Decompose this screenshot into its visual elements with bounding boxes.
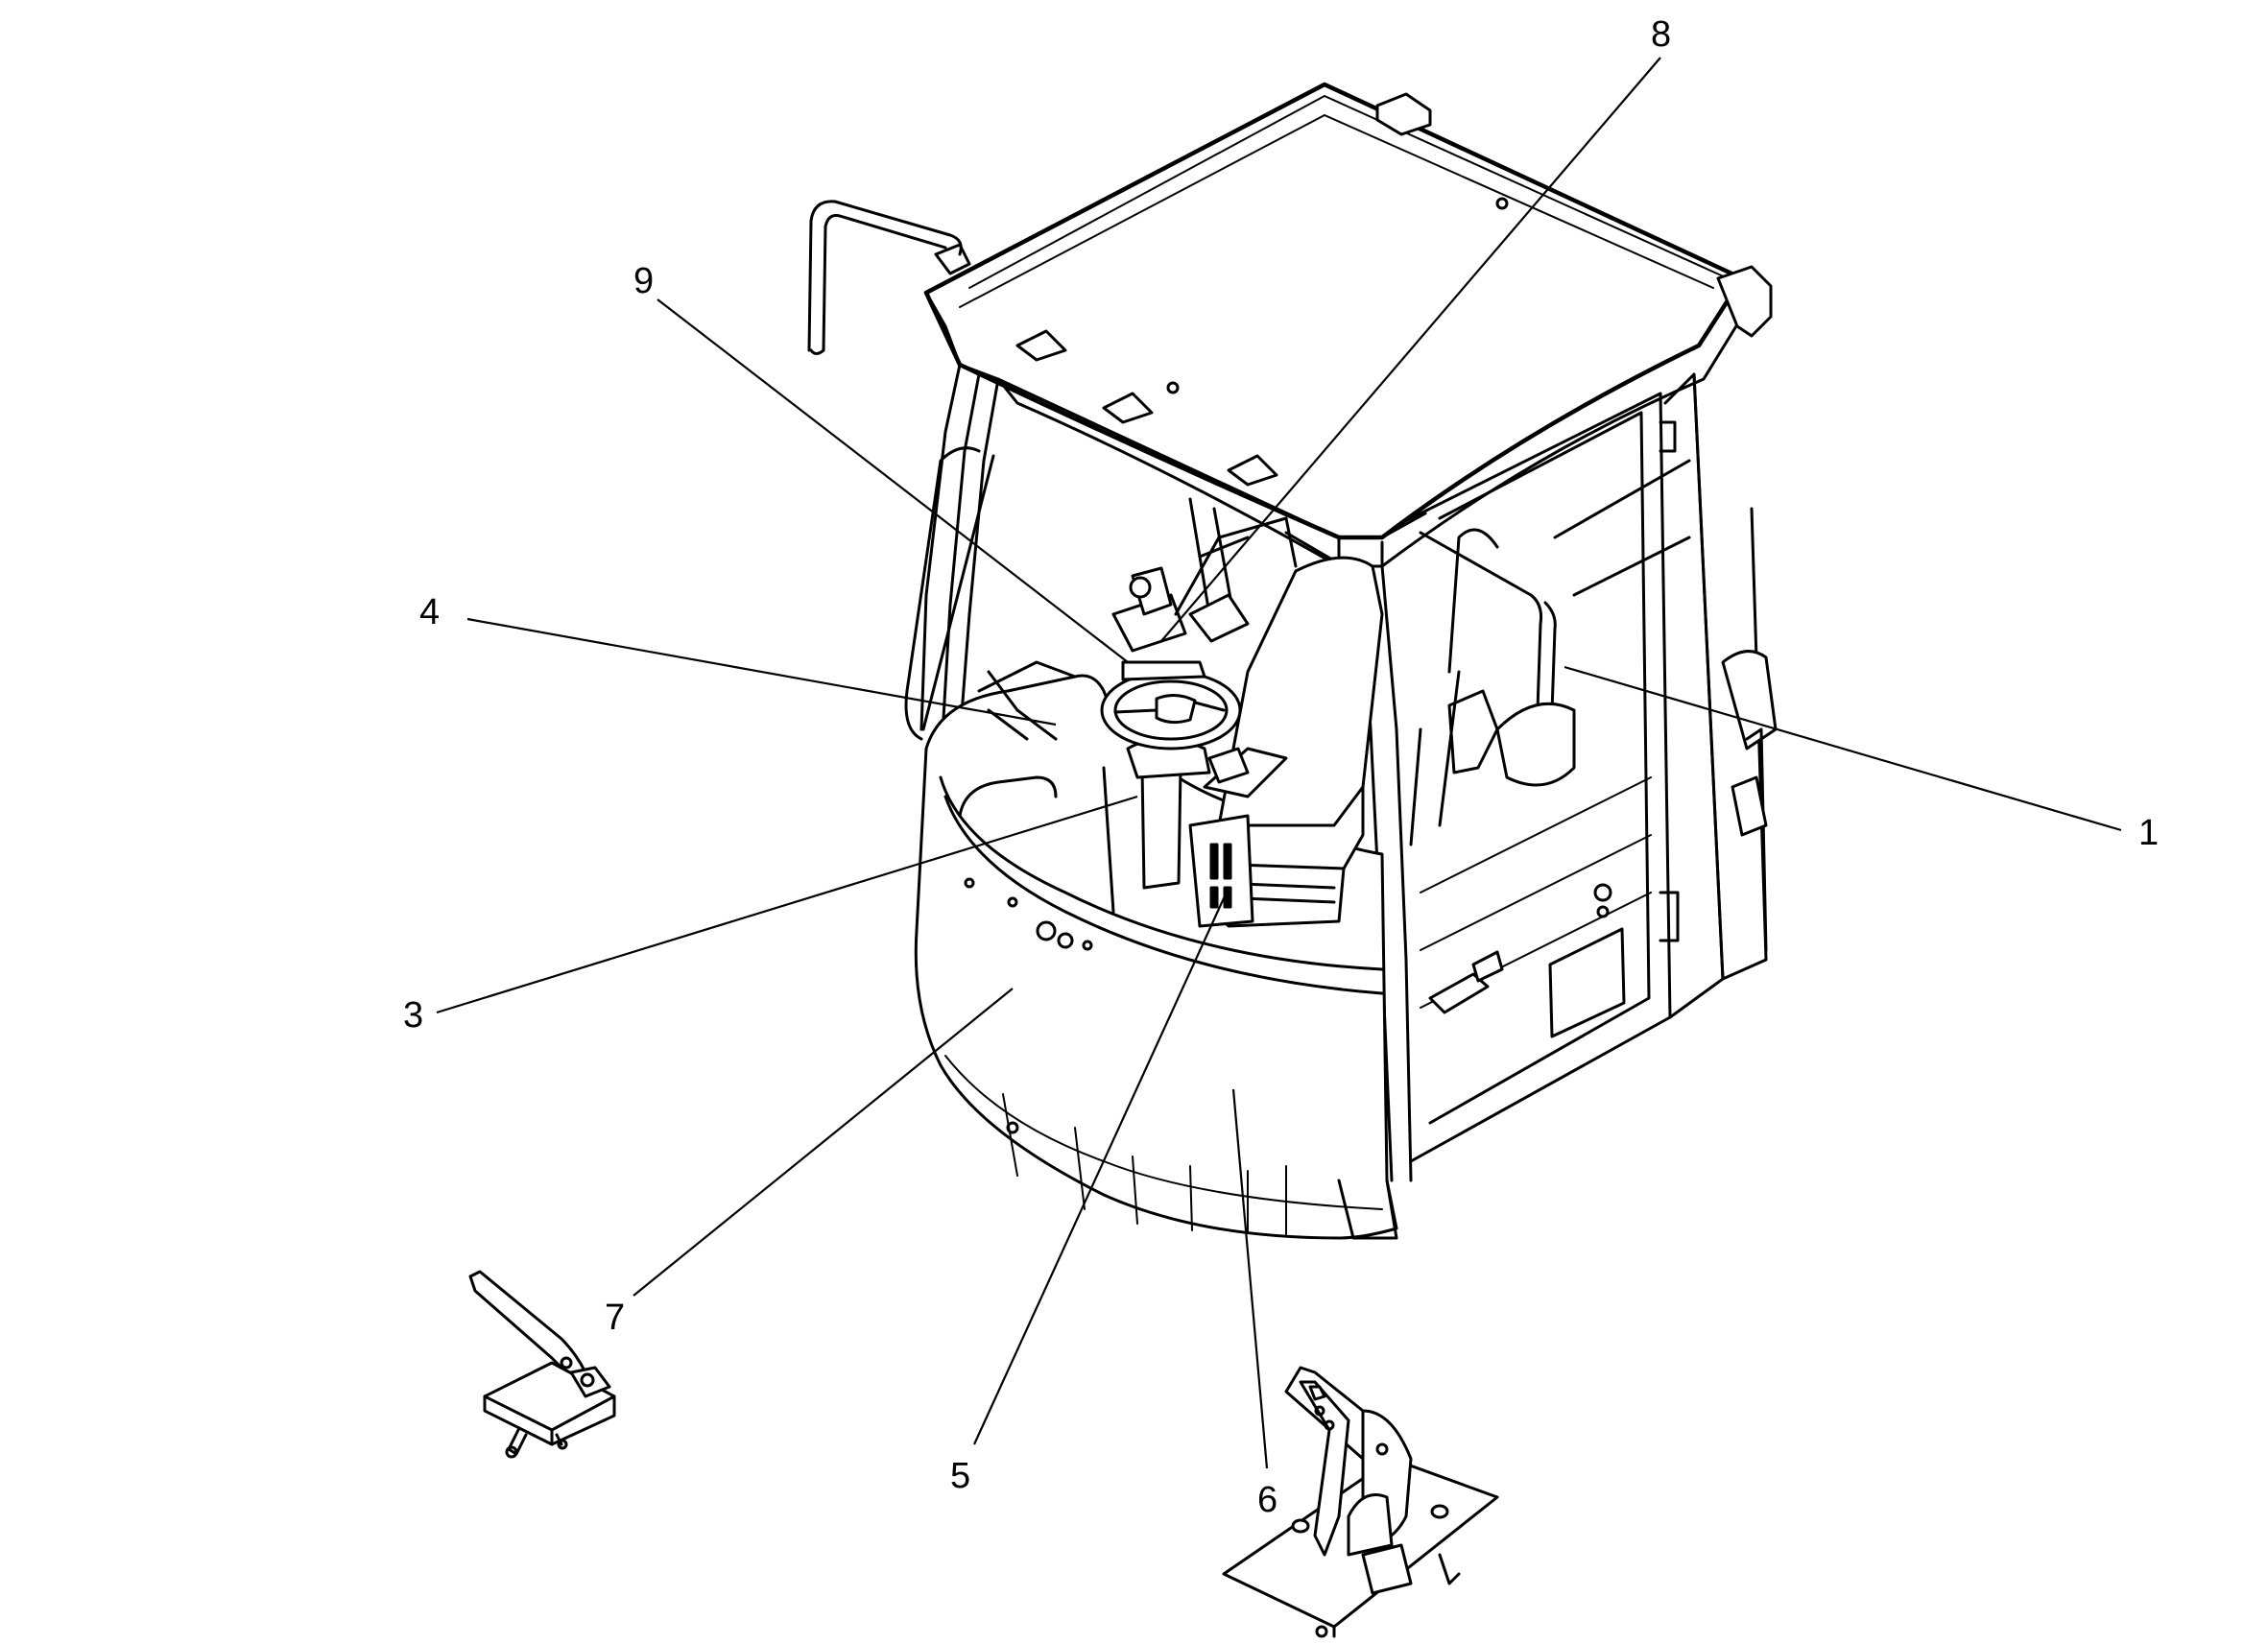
pedal-assembly-6 xyxy=(1222,1366,1499,1638)
callout-7: 7 xyxy=(605,1298,625,1338)
cab-lower-body xyxy=(914,660,1398,1240)
operator-cab-drawing xyxy=(807,82,1778,1240)
central-console xyxy=(1102,766,1254,928)
callout-labels: 1 3 4 5 6 7 8 9 xyxy=(403,14,2159,1520)
leader-9 xyxy=(657,298,1129,663)
callout-4: 4 xyxy=(419,592,440,632)
callout-9: 9 xyxy=(633,261,654,301)
callout-6: 6 xyxy=(1257,1480,1277,1520)
leader-3 xyxy=(436,795,1138,1014)
leader-7 xyxy=(633,988,1014,1297)
cab-door xyxy=(1399,372,1725,1163)
steering-wheel-assembly xyxy=(1100,516,1298,890)
pedal-assembly-7 xyxy=(468,1270,616,1459)
leader-4 xyxy=(466,617,1057,727)
leader-5 xyxy=(972,887,1230,1445)
grab-rails xyxy=(807,200,1557,774)
callout-1: 1 xyxy=(2138,813,2159,853)
leader-8 xyxy=(1160,57,1661,642)
callout-8: 8 xyxy=(1651,14,1671,55)
leader-lines xyxy=(436,57,2122,1469)
leader-6 xyxy=(1231,1088,1269,1469)
callout-3: 3 xyxy=(403,995,423,1036)
cab-roof xyxy=(923,82,1773,568)
leader-1 xyxy=(1564,665,2122,832)
callout-5: 5 xyxy=(950,1456,970,1496)
